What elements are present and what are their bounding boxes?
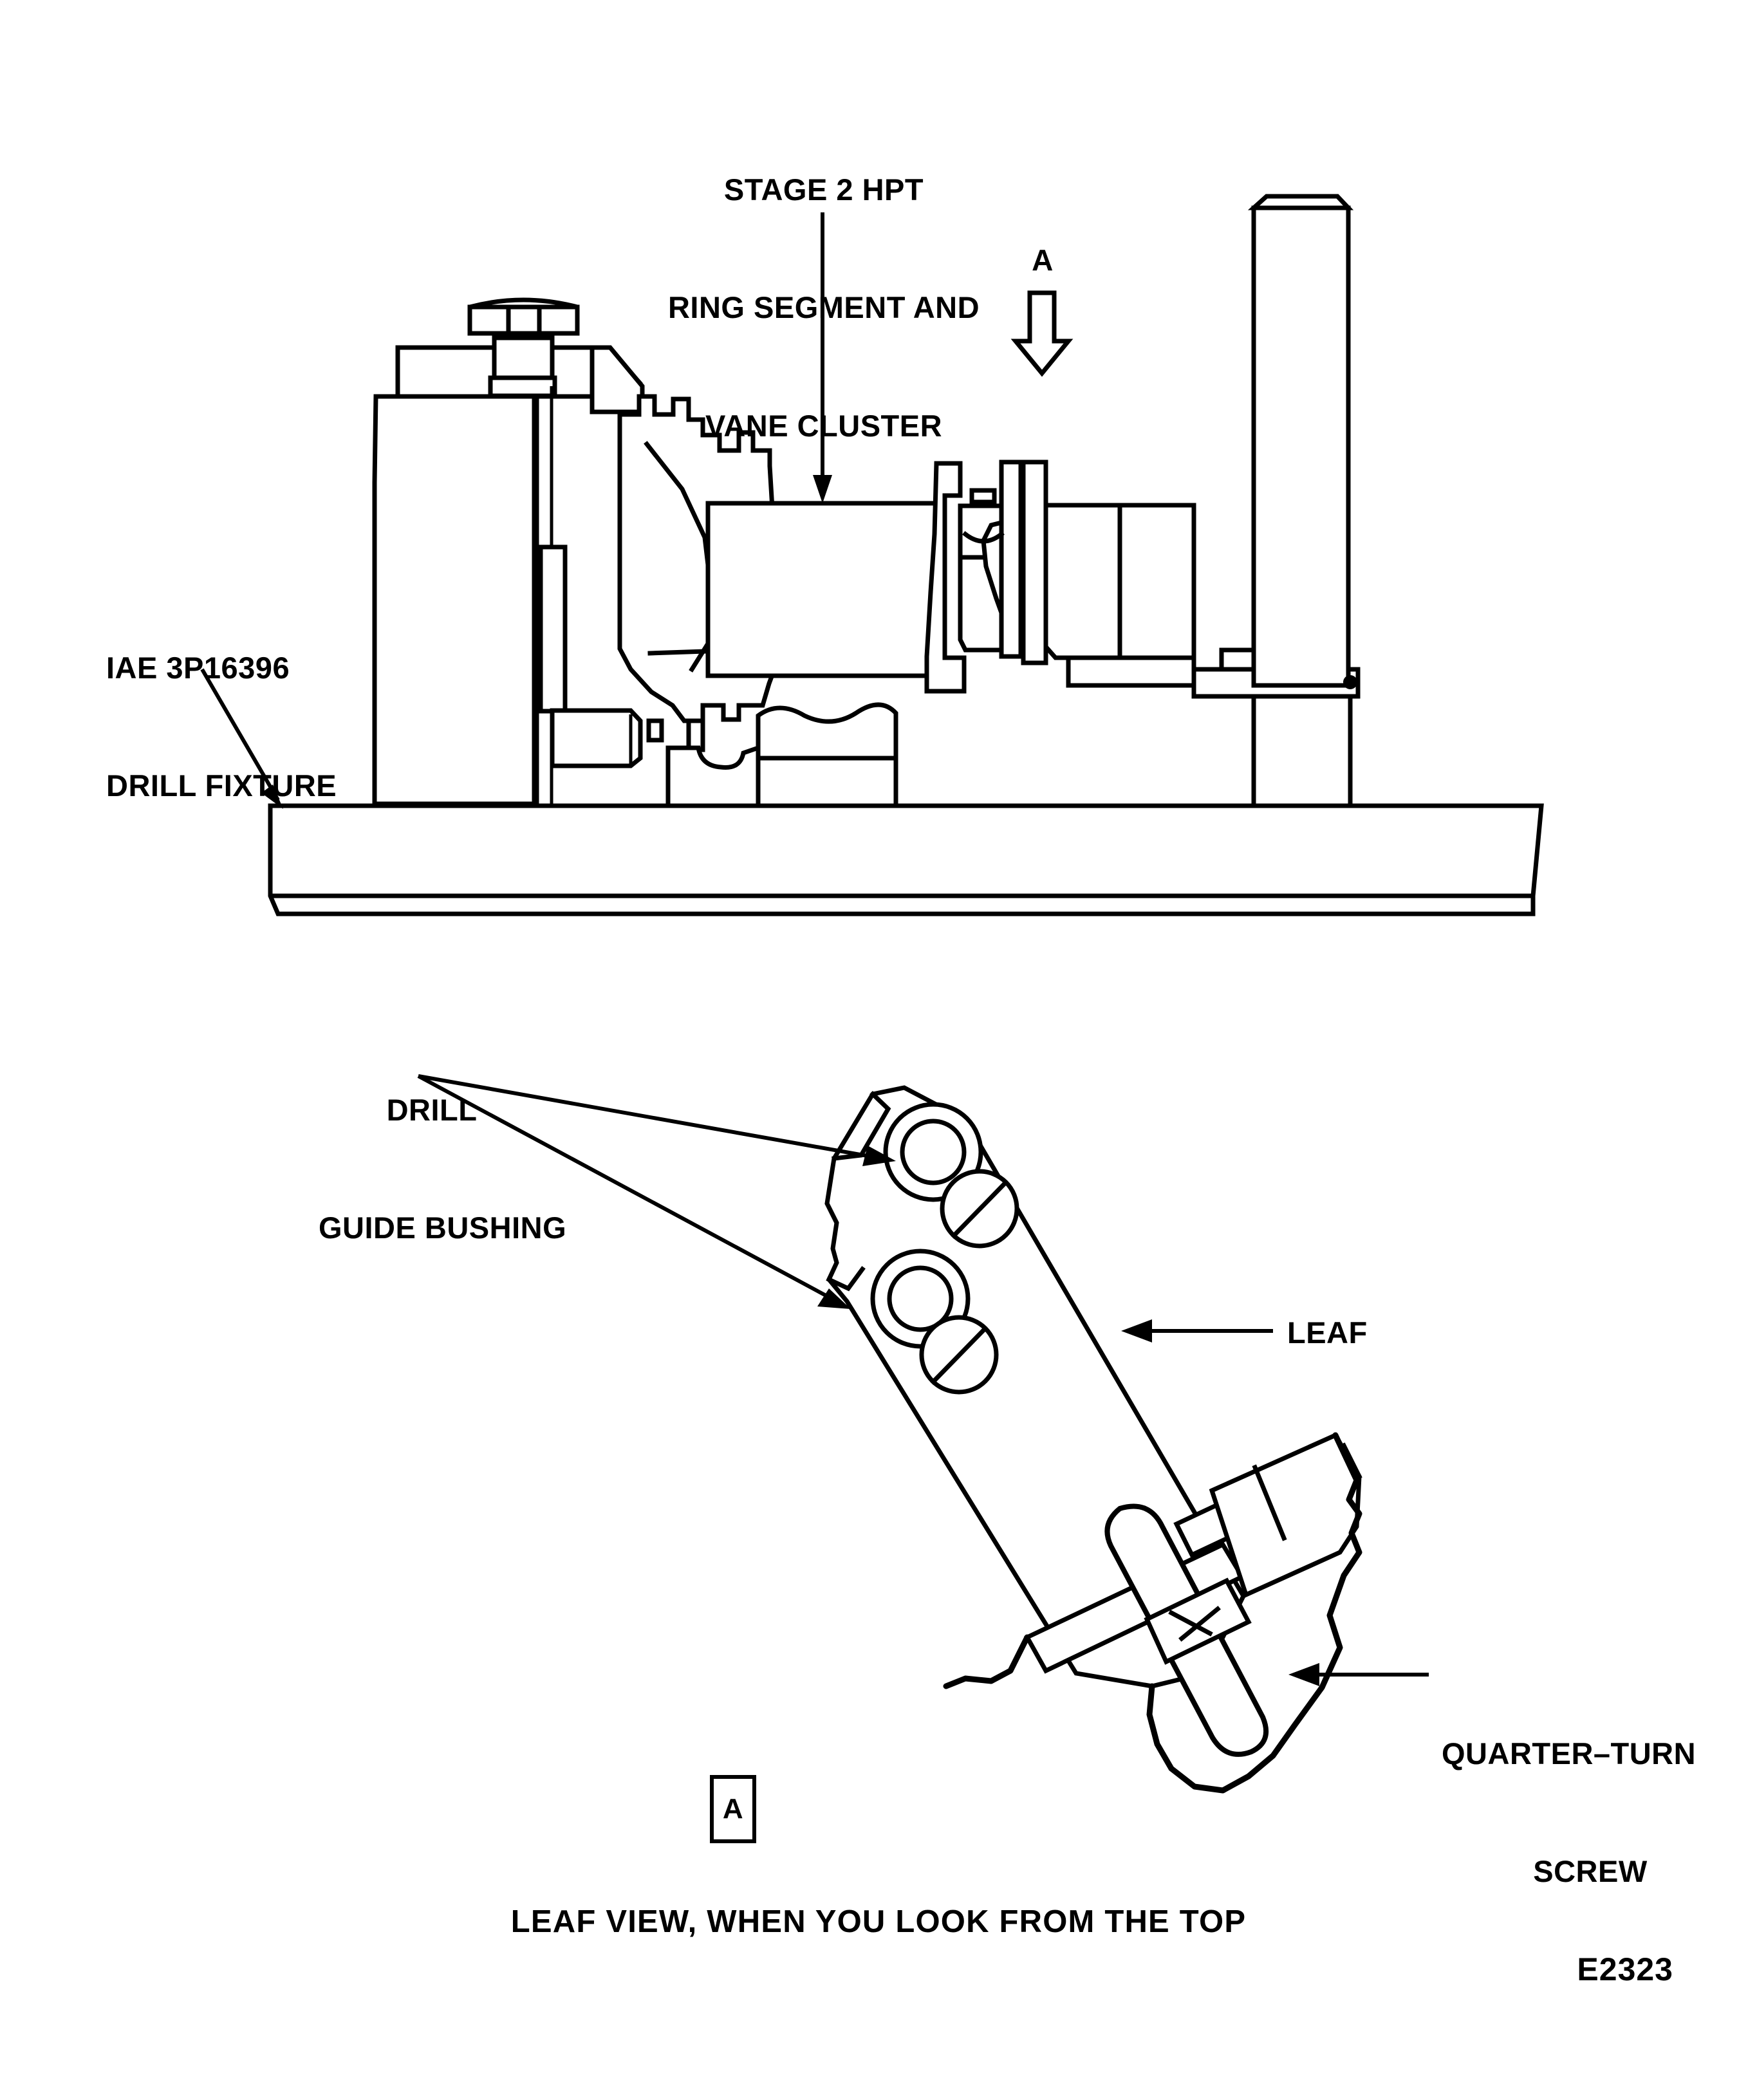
ring-segment-leader [813, 212, 832, 503]
screw-label-line-2: SCREW [1533, 1854, 1648, 1889]
bushing-leader-upper [418, 1074, 896, 1166]
clamped-part-break-outline [943, 1432, 1362, 1794]
screw-label-line-1: QUARTER–TURN [1442, 1736, 1697, 1771]
right-post-assembly [1191, 194, 1361, 808]
vane-cluster-detail [924, 460, 1048, 694]
figure-code: E2323 [1577, 1951, 1673, 1987]
lower-leaf-view [417, 1074, 1429, 1794]
upper-assembly-view [200, 194, 1544, 916]
leaf-label: LEAF [1287, 1315, 1368, 1350]
upper-view-title: STAGE 2 HPT RING SEGMENT AND VANE CLUSTE… [644, 91, 1004, 524]
upper-view-title-line-1: STAGE 2 HPT [723, 172, 924, 207]
fixture-guide-slot [535, 386, 568, 806]
view-letter: A [722, 1793, 744, 1825]
bushing-label-line-2: GUIDE BUSHING [319, 1211, 567, 1245]
upper-view-title-line-2: RING SEGMENT AND [667, 290, 980, 325]
drill-fixture-label: IAE 3P16396 DRILL FIXTURE [106, 570, 441, 884]
fixture-label-leader [200, 668, 283, 809]
fixture-base-plate [268, 803, 1544, 916]
drill-guide-bushing-lower [870, 1249, 999, 1395]
upper-view-title-line-3: VANE CLUSTER [705, 408, 943, 443]
drill-fixture-label-line-1: IAE 3P16396 [106, 651, 290, 685]
quarter-turn-screw [1104, 1503, 1269, 1757]
screw-leader [1288, 1663, 1429, 1686]
bushing-leader-lower [417, 1074, 851, 1309]
section-arrow-letter: A [1032, 243, 1054, 277]
leaf-leader [1121, 1319, 1273, 1343]
drill-guide-bushing-upper [883, 1102, 1019, 1249]
drill-fixture-label-line-2: DRILL FIXTURE [106, 768, 337, 803]
ring-segment-drum [705, 501, 947, 678]
drill-guide-bushing-label: DRILL GUIDE BUSHING [319, 1012, 718, 1326]
clamp-knob [467, 297, 580, 398]
quarter-turn-screw-label: QUARTER–TURN SCREW [1442, 1655, 1757, 1970]
view-letter-box: A [710, 1775, 756, 1843]
figure-caption: LEAF VIEW, WHEN YOU LOOK FROM THE TOP [510, 1904, 1247, 1939]
section-arrow-a [1010, 290, 1074, 377]
right-support-plate [1043, 503, 1196, 688]
bushing-label-line-1: DRILL [386, 1093, 478, 1128]
break-line-block [665, 702, 898, 808]
clamp-pad [550, 708, 643, 768]
